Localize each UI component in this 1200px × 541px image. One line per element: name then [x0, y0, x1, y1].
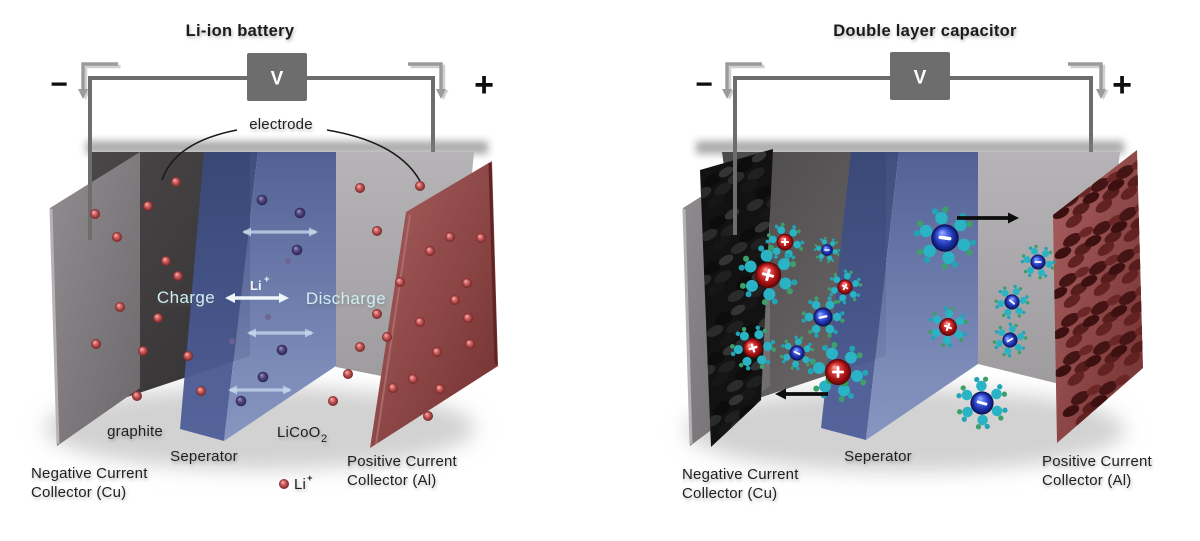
li-ion-battery-diagram: Li-ion battery V − +: [31, 22, 498, 501]
li-ion-superscript: +: [264, 274, 270, 285]
separator-label: Seperator: [170, 448, 238, 465]
discharge-label: Discharge: [306, 289, 386, 308]
li-ion-circuit: V − +: [50, 53, 494, 212]
solvated-ions: [723, 202, 1055, 437]
voltmeter-label: V: [914, 68, 927, 89]
positive-collector-label-line2: Collector (Al): [1042, 472, 1131, 489]
separator-label: Seperator: [844, 448, 912, 465]
positive-terminal-sign: +: [474, 66, 494, 104]
legend-ion-dot: [279, 479, 289, 489]
separator-side-face: [180, 152, 258, 441]
positive-collector-label-line1: Positive Current: [347, 453, 458, 470]
cathode-label: LiCoO: [277, 424, 321, 441]
capacitor-circuit: V − +: [695, 52, 1132, 200]
li-ion-legend: Li +: [279, 473, 313, 493]
positive-collector-plate: [370, 161, 498, 448]
electrode-label: electrode: [249, 116, 313, 133]
negative-collector-label-line2: Collector (Cu): [682, 485, 777, 502]
ion-migration-arrows: [775, 212, 1019, 400]
separator-front-face: [866, 152, 978, 440]
positive-terminal-sign: +: [1112, 66, 1132, 104]
negative-collector-label-line2: Collector (Cu): [31, 484, 126, 501]
voltmeter-box: [890, 52, 950, 100]
negative-collector-plate: [50, 152, 140, 446]
li-ion-title: Li-ion battery: [186, 22, 295, 40]
electrode-arc-left: [161, 129, 238, 181]
voltmeter-box: [247, 53, 307, 101]
capacitor-cell: [682, 76, 1143, 472]
legend-ion-superscript: +: [307, 473, 313, 484]
negative-collector-label-line1: Negative Current: [682, 466, 799, 483]
capacitor-title: Double layer capacitor: [833, 22, 1017, 40]
ion-shuttle-arrows: [225, 227, 318, 395]
negative-terminal-sign: −: [50, 68, 68, 101]
negative-collector-label-line1: Negative Current: [31, 465, 148, 482]
cathode-subscript: 2: [321, 433, 327, 445]
li-ion-cell: [45, 76, 498, 470]
electrode-arc-right: [326, 129, 421, 182]
positive-collector-label-line2: Collector (Al): [347, 472, 436, 489]
electrode-annotation: electrode: [161, 116, 421, 182]
li-ion-layer-labels: graphite Seperator LiCoO 2 Negative Curr…: [31, 423, 458, 501]
double-layer-capacitor-diagram: Double layer capacitor V − +: [682, 22, 1153, 502]
negative-terminal-sign: −: [695, 68, 713, 101]
capacitor-layer-labels: Seperator Negative Current Collector (Cu…: [682, 448, 1153, 502]
positive-collector-label-line1: Positive Current: [1042, 453, 1153, 470]
charge-label: Charge: [157, 288, 215, 307]
voltmeter-label: V: [271, 69, 284, 90]
li-ion-symbol: Li: [250, 278, 262, 293]
legend-ion-label: Li: [294, 476, 306, 493]
graphite-label: graphite: [107, 423, 163, 440]
solvated-cation-adsorbing: [807, 341, 869, 403]
